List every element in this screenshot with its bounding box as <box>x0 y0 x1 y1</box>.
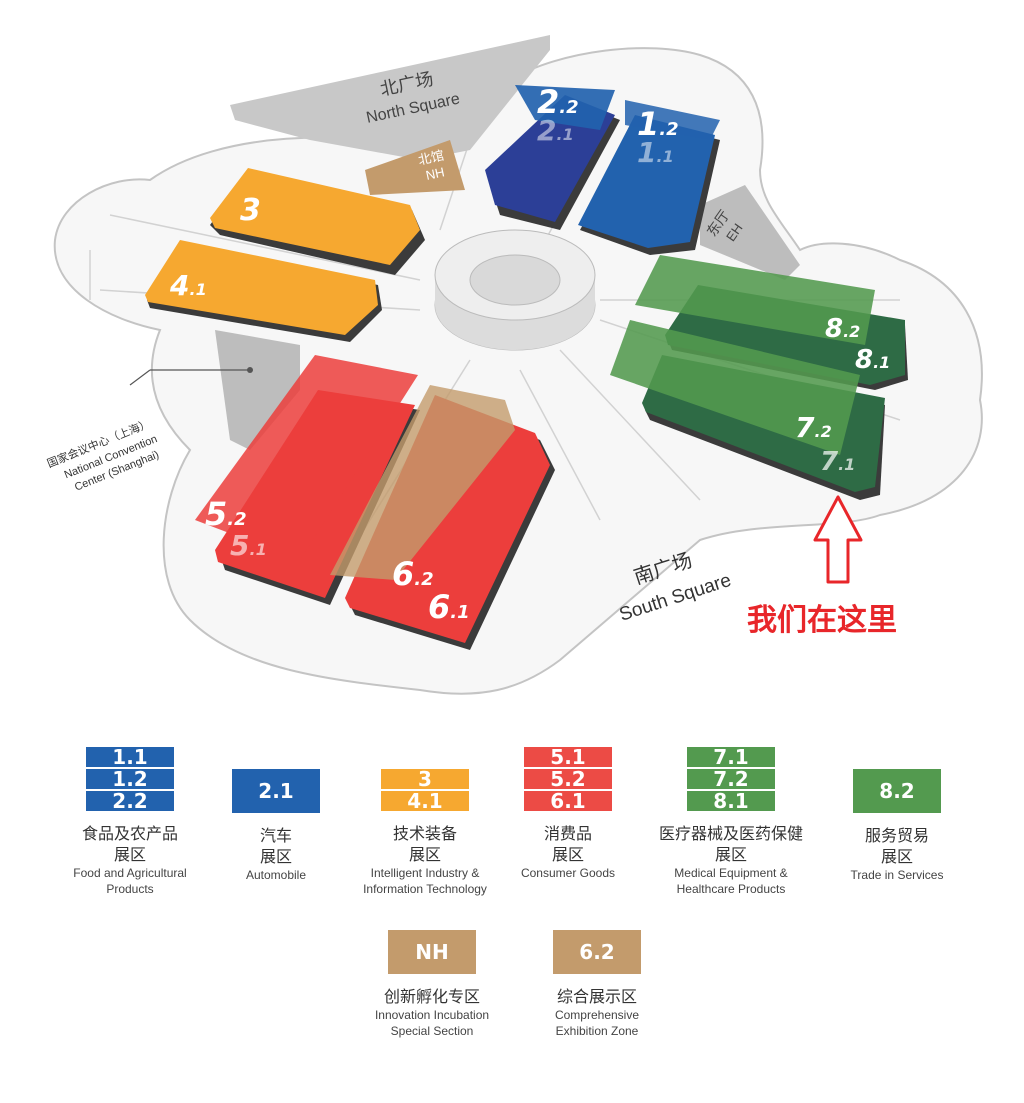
legend-code: 4.1 <box>381 791 469 811</box>
legend-label-cn: 技术装备展区 <box>392 824 457 864</box>
hall-5-2-label: 5.2 <box>205 495 247 533</box>
legend-item: 8.2 服务贸易展区 Trade in Services <box>817 769 977 883</box>
hall-7-2-label: 7.2 <box>795 411 832 444</box>
eh-hall <box>700 185 800 280</box>
hall-5-1-label: 5.1 <box>230 529 267 562</box>
legend-code: 5.1 <box>524 747 612 767</box>
ncc-annex <box>215 330 300 450</box>
hall-1-2[interactable] <box>625 100 720 140</box>
legend-code: 6.1 <box>524 791 612 811</box>
legend-label-cn: 消费品展区 <box>543 824 592 864</box>
legend-swatch: 2.1 <box>232 769 320 813</box>
legend-label-en: Automobile <box>245 868 307 882</box>
hall-2-1-label: 2.1 <box>537 114 574 147</box>
hall-2-2[interactable] <box>515 85 615 130</box>
legend-swatch: NH <box>388 930 476 974</box>
legend-code: 7.2 <box>687 769 775 789</box>
legend-label-cn: 服务贸易展区 <box>864 826 929 866</box>
hall-6-2-label: 6.2 <box>392 555 434 593</box>
legend-code: 7.1 <box>687 747 775 767</box>
legend-swatch: 6.2 <box>553 930 641 974</box>
hall-1-1-label: 1.1 <box>637 136 674 169</box>
here-arrow-icon <box>813 495 863 584</box>
hall-6-1[interactable] <box>345 395 550 643</box>
nh-cn: 北馆 <box>417 149 446 169</box>
hall-7-1-label: 7.1 <box>820 447 855 477</box>
legend-label-cn: 汽车展区 <box>259 826 292 866</box>
legend-label-en: Trade in Services <box>850 868 944 882</box>
legend-code: 2.2 <box>86 791 174 811</box>
hall-8-2[interactable] <box>635 255 875 345</box>
nh-en: NH <box>424 164 445 183</box>
hall-6-1-label: 6.1 <box>428 588 470 626</box>
hall-3-label: 3 <box>240 193 261 228</box>
center-ring-hole <box>469 254 561 306</box>
hall-1-1[interactable] <box>578 115 715 248</box>
legend-label-en: Consumer Goods <box>520 866 616 880</box>
here-label: 我们在这里 <box>747 603 897 638</box>
hall-3[interactable] <box>210 168 420 265</box>
hall-4-1-label: 4.1 <box>169 269 207 302</box>
hall-6-2[interactable] <box>330 385 515 580</box>
legend-label-en: Intelligent Industry &Information Techno… <box>363 866 487 896</box>
hall-8-2-label: 8.2 <box>825 314 860 344</box>
legend-code: 3 <box>381 769 469 789</box>
legend-label-cn: 医疗器械及医药保健展区 <box>658 824 803 864</box>
hall-2-2-label: 2.2 <box>537 83 579 121</box>
nh-hall <box>365 140 465 195</box>
hall-8-1-label: 8.1 <box>855 345 890 375</box>
legend-label-cn: 食品及农产品展区 <box>81 824 178 864</box>
hall-7-2[interactable] <box>610 320 860 455</box>
north-square <box>230 35 550 160</box>
hall-5-2[interactable] <box>195 355 418 560</box>
hall-1-2-label: 1.2 <box>637 105 679 143</box>
legend-code: 1.2 <box>86 769 174 789</box>
legend-code: 8.1 <box>687 791 775 811</box>
legend-swatch: 8.2 <box>853 769 941 813</box>
legend-item: 2.1 汽车展区 Automobile <box>196 769 356 883</box>
legend-label-cn: 创新孵化专区 <box>383 987 480 1006</box>
legend-label-en: Medical Equipment &Healthcare Products <box>674 866 788 896</box>
hall-4-1[interactable] <box>145 240 378 335</box>
venue-map: 北广场 North Square 北馆 NH 东厅 EH 国家会议中心（上海） … <box>45 35 983 695</box>
legend-code: 5.2 <box>524 769 612 789</box>
legend-code: 1.1 <box>86 747 174 767</box>
legend-label-cn: 综合展示区 <box>556 987 637 1006</box>
